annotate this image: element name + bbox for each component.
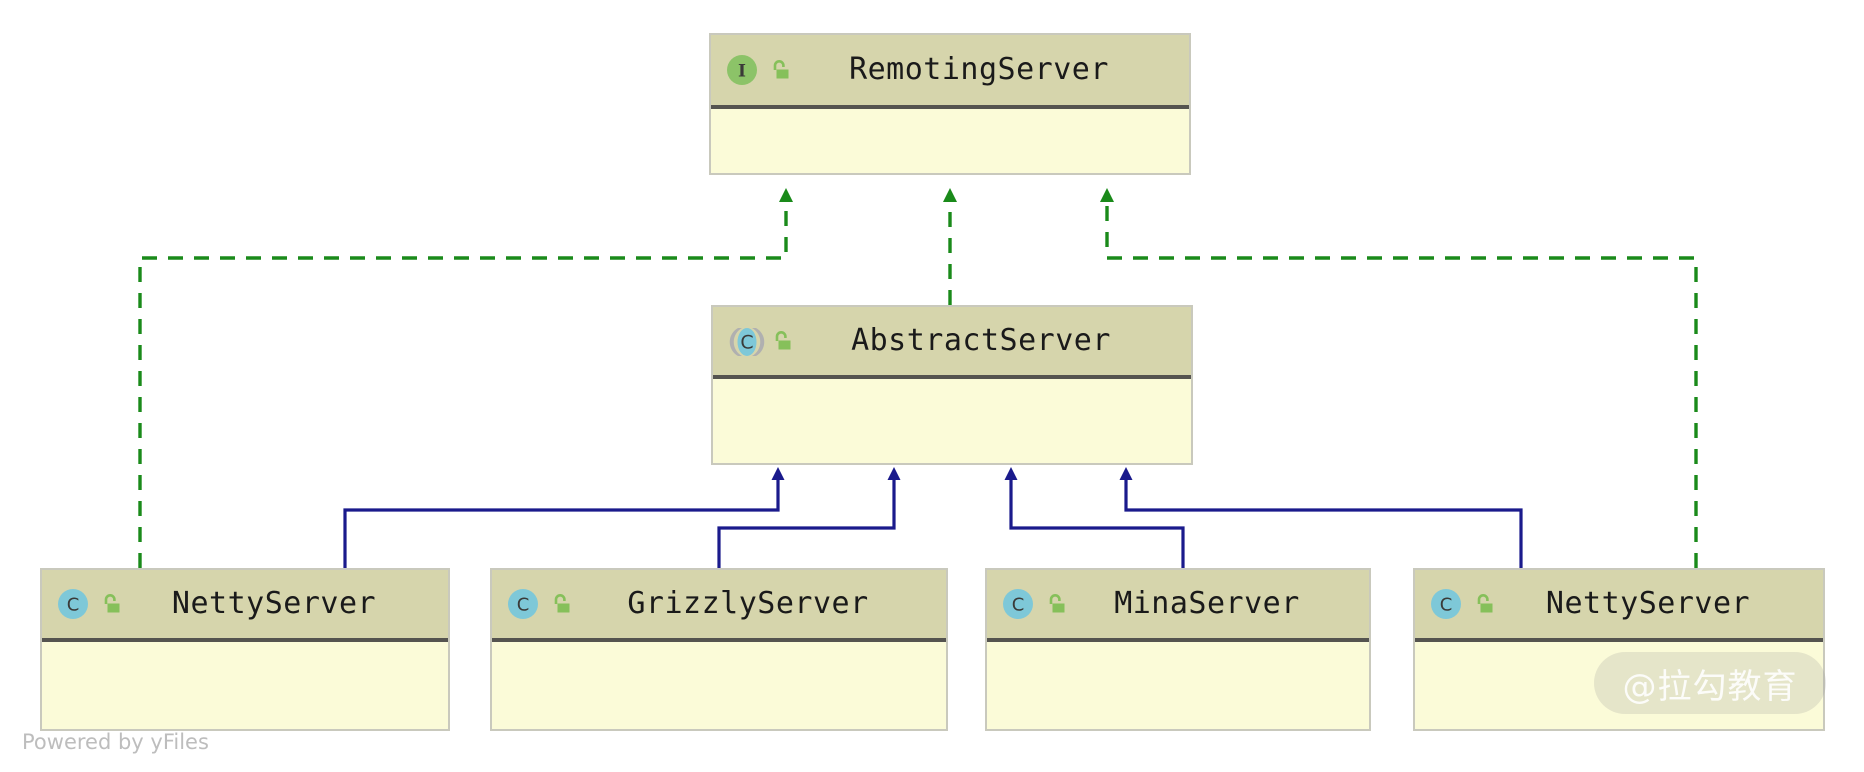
open-lock-icon <box>548 591 574 617</box>
uml-node-body <box>713 379 1191 459</box>
edge-generalization-mina <box>1004 467 1185 568</box>
uml-node-body <box>987 642 1369 729</box>
edge-generalization-netty-left <box>343 467 785 568</box>
svg-text:C: C <box>67 595 80 616</box>
open-lock-icon <box>98 591 124 617</box>
class-c-icon: C <box>56 587 90 621</box>
uml-node-header: C AbstractServer <box>713 307 1191 379</box>
svg-text:I: I <box>738 62 746 82</box>
edge-realization-netty-left <box>138 188 793 568</box>
uml-node-title: AbstractServer <box>851 323 1111 358</box>
svg-text:C: C <box>1012 595 1025 616</box>
abstract-class-c-icon: C <box>727 324 765 358</box>
edge-generalization-grizzly <box>717 467 901 568</box>
uml-node-header: I RemotingServer <box>711 35 1189 109</box>
uml-node-grizzly-server[interactable]: C GrizzlyServer <box>490 568 948 731</box>
powered-by-credit: Powered by yFiles <box>22 730 209 754</box>
class-c-icon: C <box>1429 587 1463 621</box>
uml-node-mina-server[interactable]: C MinaServer <box>985 568 1371 731</box>
svg-text:C: C <box>740 332 753 354</box>
edge-generalization-netty-right <box>1119 467 1523 568</box>
uml-node-header: C NettyServer <box>42 570 448 642</box>
uml-node-netty-server-right[interactable]: C NettyServer <box>1413 568 1825 731</box>
uml-node-title: NettyServer <box>1545 586 1751 621</box>
edge-realization-netty-right <box>1100 188 1698 568</box>
uml-node-title: NettyServer <box>171 586 377 621</box>
uml-node-title: MinaServer <box>1114 586 1300 621</box>
uml-node-abstract-server[interactable]: C AbstractServer <box>711 305 1193 465</box>
open-lock-icon <box>767 57 793 83</box>
open-lock-icon <box>769 328 795 354</box>
uml-node-body <box>42 642 448 729</box>
open-lock-icon <box>1043 591 1069 617</box>
uml-node-title: RemotingServer <box>849 52 1109 87</box>
uml-node-body <box>492 642 946 729</box>
uml-node-body <box>711 109 1189 173</box>
svg-text:C: C <box>1440 595 1453 616</box>
uml-node-header: C GrizzlyServer <box>492 570 946 642</box>
uml-node-title: GrizzlyServer <box>627 586 869 621</box>
interface-i-icon: I <box>725 53 759 87</box>
open-lock-icon <box>1471 591 1497 617</box>
class-c-icon: C <box>1001 587 1035 621</box>
uml-node-remoting-server[interactable]: I RemotingServer <box>709 33 1191 175</box>
svg-text:C: C <box>517 595 530 616</box>
uml-node-netty-server-left[interactable]: C NettyServer <box>40 568 450 731</box>
uml-node-header: C MinaServer <box>987 570 1369 642</box>
uml-node-header: C NettyServer <box>1415 570 1823 642</box>
class-c-icon: C <box>506 587 540 621</box>
uml-node-body <box>1415 642 1823 729</box>
